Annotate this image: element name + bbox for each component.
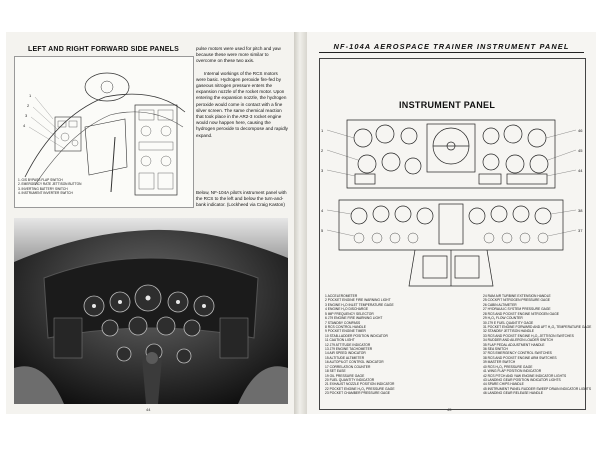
header-rule [319, 52, 584, 53]
side-panels-drawing: 1 2 3 4 [23, 72, 186, 196]
svg-text:46: 46 [578, 128, 583, 133]
legend-item: 3 ENGINE H₂O INLET TEMPERATURE GAGE [325, 302, 394, 307]
svg-text:5: 5 [321, 228, 324, 233]
paragraph: pulse motors were used for pitch and yaw… [196, 46, 281, 64]
panel-legend-column-2: 24 RAM AIR TURBINE EXTENSION HANDLE 25 C… [483, 294, 592, 396]
legend-item: 23 POCKET CHAMBER PRESSURE GAGE [325, 391, 390, 396]
svg-text:45: 45 [578, 148, 583, 153]
legend-item: 10 STAB-LADDER POSITION INDICATOR [325, 333, 388, 338]
paragraph: Internal workings of the RCS motors were… [196, 70, 288, 138]
legend-item: 20 FUEL QUANTITY INDICATOR [325, 378, 375, 383]
page-number: 45 [447, 407, 452, 412]
legend-item: 17 CORRELATION COUNTER [325, 364, 371, 369]
svg-text:1: 1 [29, 93, 32, 98]
legend-item: 12 J79 ATTITUDE INDICATOR [325, 342, 371, 347]
legend-item: 4. INSTRUMENT INVERTER SWITCH [18, 191, 73, 196]
legend-item: 7 STANDBY COMPASS [325, 320, 361, 325]
cockpit-photo-image [14, 218, 288, 404]
svg-text:37: 37 [578, 228, 583, 233]
panel-legend-column-1: 1 ACCELEROMETER 2 POCKET ENGINE FIRE WAR… [325, 294, 453, 396]
legend-item: 30 J79 E FUEL QUANTITY GAGE [483, 320, 534, 325]
svg-text:4: 4 [321, 208, 324, 213]
legend-item: 39 MASTER SWITCH [483, 360, 516, 365]
legend-item: 8 RCS CONTROL HANDLE [325, 324, 366, 329]
panel-figure-frame [319, 58, 586, 410]
legend-item: 19 OIL PRESSURE GAGE [325, 373, 365, 378]
cockpit-photo [14, 218, 288, 404]
svg-text:1: 1 [321, 128, 324, 133]
legend-item: 24 RAM AIR TURBINE EXTENSION HANDLE [483, 294, 551, 298]
legend-item: 1 ACCELEROMETER [325, 294, 358, 298]
svg-text:2: 2 [27, 103, 30, 108]
legend-item: 43 LANDING GEAR POSITION INDICATOR LIGHT… [483, 378, 561, 383]
legend-item: 29 H₂O₂ FLOW COUNTER [483, 316, 523, 321]
legend-item: 2 POCKET ENGINE FIRE WARNING LIGHT [325, 298, 391, 303]
svg-text:44: 44 [578, 168, 583, 173]
svg-text:4: 4 [23, 123, 26, 128]
legend-item: 38 RCS AND POCKET ENGINE ARM SWITCHES [483, 355, 557, 360]
side-panels-legend: 1. G/S BYPASS FLAP SWITCH 2. EMERGENCY R… [18, 178, 98, 196]
legend-item: 44 SPARE CHIPS HANDLE [483, 382, 524, 387]
legend-item: 15 ALTITUDE ALTIMETER [325, 355, 365, 360]
legend-item: 28 RCS AND POCKET ENGINE NITROGEN GAGE [483, 311, 559, 316]
page-number: 44 [146, 407, 151, 412]
left-page-title: LEFT AND RIGHT FORWARD SIDE PANELS [28, 46, 179, 53]
svg-text:3: 3 [25, 113, 28, 118]
svg-text:38: 38 [578, 208, 583, 213]
legend-item: 40 RCS H₂O₂ PRESSURE GAGE [483, 364, 533, 369]
legend-item: 25 COCKPIT NITROGEN PRESSURE GAGE [483, 298, 550, 303]
right-page: NF-104A AEROSPACE TRAINER INSTRUMENT PAN… [307, 32, 596, 414]
legend-item: 13 J79 ENGINE TACHOMETER [325, 347, 373, 352]
legend-item: 42 RCS PITCH AND YAW ENGINE INDICATOR LI… [483, 373, 567, 378]
legend-item: 27 HYDRAULIC SYSTEM PRESSURE GAGE [483, 307, 551, 312]
legend-item: 36 SEA SWITCH [483, 347, 508, 352]
legend-item: 2. EMERGENCY RATE JETTISON BUTTON [18, 182, 82, 187]
legend-item: 21 EXHAUST NOZZLE POSITION INDICATOR [325, 382, 395, 387]
left-page: LEFT AND RIGHT FORWARD SIDE PANELS [6, 32, 294, 414]
svg-text:3: 3 [321, 168, 324, 173]
legend-item: 18 SET EASE [325, 369, 346, 374]
legend-item: 45 INSTRUMENT PANEL RUDDER SWEEP DRAIN I… [483, 386, 592, 391]
instrument-panel-title: INSTRUMENT PANEL [399, 100, 496, 110]
legend-item: 46 LANDING GEAR RELEASE HANDLE [483, 391, 543, 396]
legend-item: 11 CAUTION LIGHT [325, 338, 355, 343]
legend-item: 16 AUTOPILOT CONTROL INDICATOR [325, 360, 384, 365]
svg-text:2: 2 [321, 148, 324, 153]
body-text-column: pulse motors were used for pitch and yaw… [196, 46, 288, 145]
legend-item: 37 RCS EMERGENCY CONTROL SWITCHES [483, 351, 552, 356]
legend-item: 9 POCKET ENGINE TIMER [325, 329, 366, 334]
legend-item: 3. INVERTING BATTERY SWITCH [18, 186, 68, 191]
legend-item: 32 STANDBY JETTISON HANDLE [483, 329, 534, 334]
photo-caption: Below, NF-104A pilot's instrument panel … [196, 190, 287, 208]
legend-item: 14 AIR SPEED INDICATOR [325, 351, 366, 356]
book-spread: LEFT AND RIGHT FORWARD SIDE PANELS [6, 32, 596, 414]
legend-item: 22 POCKET ENGINE H₂O₂ PRESSURE GAGE [325, 386, 395, 391]
legend-item: 34 RUDDER AND AILERON LOADER SWITCH [483, 338, 553, 343]
legend-item: 35 FLAP PEDAL ADJUSTMENT HANDLE [483, 342, 545, 347]
book-gutter [294, 32, 307, 414]
legend-item: 33 RCS AND POCKET ENGINE H₂O₂ JETTISON S… [483, 333, 574, 338]
legend-item: 41 WING FLAP POSITION INDICATOR [483, 369, 542, 374]
right-page-header: NF-104A AEROSPACE TRAINER INSTRUMENT PAN… [333, 42, 570, 51]
legend-item: 5 IMP FREQUENCY SELECTOR [325, 311, 374, 316]
legend-item: 6 J79 ENGINE FIRE WARNING LIGHT [325, 316, 383, 321]
legend-item: 31 POCKET ENGINE FORWARD AND AFT H₂O₂ TE… [483, 324, 592, 329]
legend-item: 26 CABIN ALTIMETER [483, 302, 517, 307]
side-panels-diagram: 1 2 3 4 [14, 56, 194, 208]
legend-item: 4 ENGINE H₂O DISCHARGE [325, 307, 369, 312]
legend-item: 1. G/S BYPASS FLAP SWITCH [18, 178, 63, 182]
